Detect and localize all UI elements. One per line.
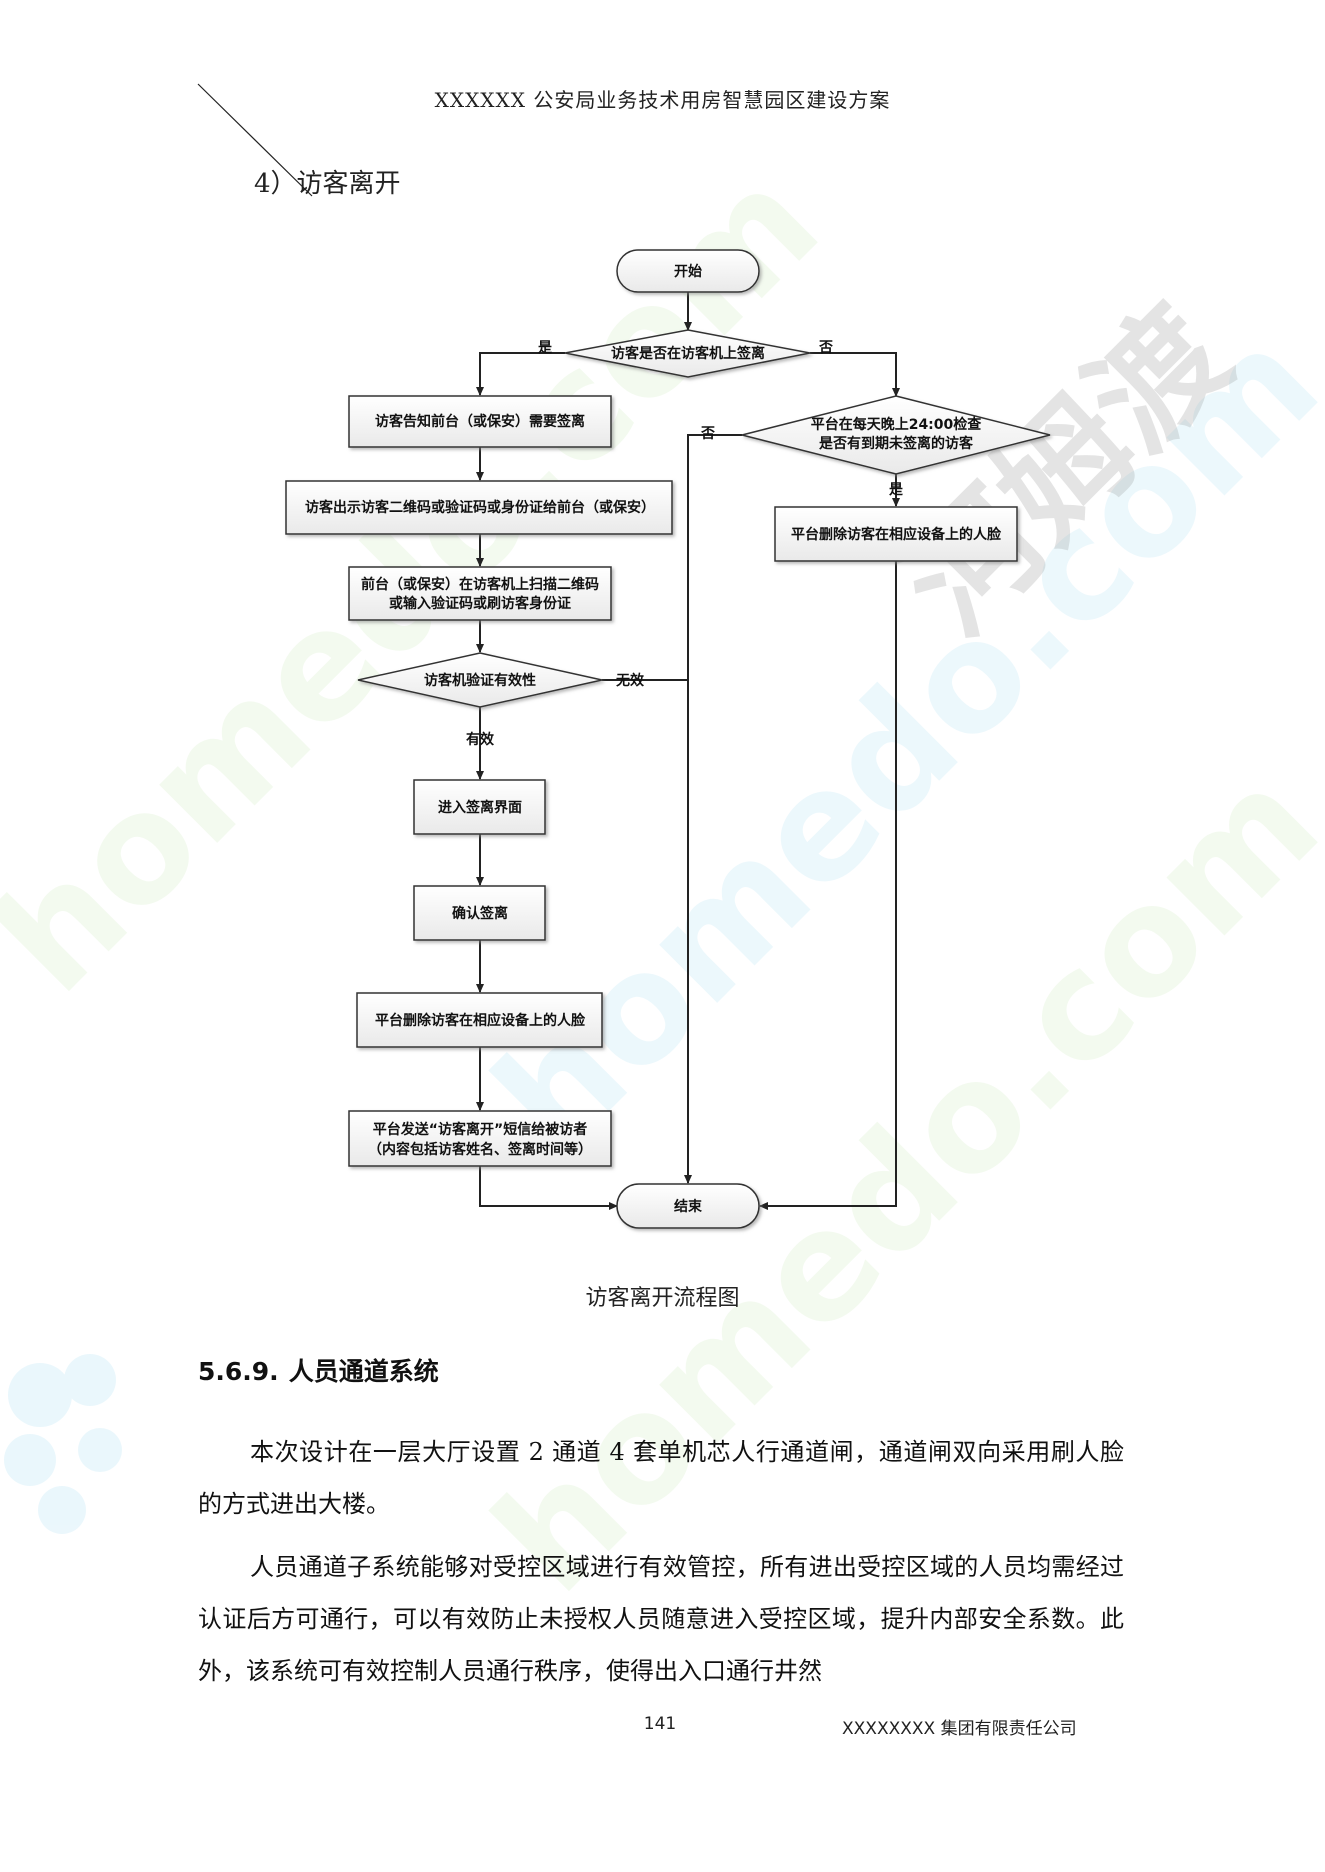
flow-step-show-code — [285, 480, 673, 535]
flow-yes-label: 是 — [889, 482, 904, 498]
sub-heading: 4）访客离开 — [254, 169, 401, 199]
flow-end-label: 结束 — [674, 1198, 703, 1215]
flow-step-label: 前台（或保安）在访客机上扫描二维码 — [361, 576, 599, 593]
flow-step-label: 或输入验证码或刷访客身份证 — [389, 595, 571, 612]
flow-decision-nightly-check-label: 是否有到期未签离的访客 — [819, 435, 974, 452]
flow-decision-validity — [357, 652, 603, 708]
figure-caption: 访客离开流程图 — [585, 1286, 740, 1311]
flow-step-label: 进入签离界面 — [438, 799, 522, 816]
flow-step-notify-frontdesk — [348, 395, 612, 448]
flow-step-delete-face-nightly — [774, 506, 1018, 562]
flow-step-enter-signout — [413, 779, 546, 835]
flow-step-label: 平台删除访客在相应设备上的人脸 — [375, 1012, 586, 1029]
flow-step-send-sms — [348, 1110, 612, 1167]
flow-decision-validity-label: 访客机验证有效性 — [424, 672, 536, 689]
flow-step-label: 访客出示访客二维码或验证码或身份证给前台（或保安） — [305, 499, 655, 516]
body-paragraph: 本次设计在一层大厅设置 2 通道 4 套单机芯人行通道闸，通道闸双向采用刷人脸的… — [198, 1438, 1124, 1518]
flow-decision-signout — [564, 329, 811, 378]
section-number: 5.6.9. — [198, 1357, 279, 1386]
flow-decision-nightly-check — [741, 395, 1051, 475]
flow-step-label: 访客告知前台（或保安）需要签离 — [375, 413, 585, 430]
flow-no-label: 否 — [700, 426, 715, 442]
page-number: 141 — [643, 1714, 677, 1734]
section-title: 人员通道系统 — [288, 1357, 439, 1386]
watermark-logo — [4, 1354, 122, 1534]
flow-valid-label: 有效 — [466, 731, 495, 748]
flow-step-label: 平台删除访客在相应设备上的人脸 — [791, 526, 1002, 543]
flowchart: 开始 结束 访客是否在访客机上签离 是 否 访客告知前台（或保安）需要签离 访客… — [285, 249, 1051, 1229]
section-heading: 5.6.9. 人员通道系统 — [198, 1352, 439, 1388]
flow-no-label: 否 — [818, 340, 833, 356]
body-paragraph: 人员通道子系统能够对受控区域进行有效管控，所有进出受控区域的人员均需经过认证后方… — [198, 1553, 1124, 1685]
footer-company: XXXXXXXX 集团有限责任公司 — [842, 1719, 1077, 1739]
flow-step-label: 平台发送“访客离开”短信给被访者 — [373, 1121, 587, 1138]
page-header-title: XXXXXX 公安局业务技术用房智慧园区建设方案 — [434, 88, 891, 112]
flow-yes-label: 是 — [538, 340, 553, 356]
flow-step-label: （内容包括访客姓名、签离时间等） — [368, 1141, 592, 1158]
flow-invalid-label: 无效 — [615, 672, 645, 689]
flow-end-node — [616, 1183, 760, 1229]
flow-step-confirm-signout — [413, 885, 546, 941]
flow-decision-nightly-check-label: 平台在每天晚上24:00检查 — [811, 416, 983, 433]
header-diagonal-line — [197, 83, 313, 197]
flow-step-label: 确认签离 — [452, 905, 508, 922]
flow-start-node — [616, 249, 760, 293]
flow-start-label: 开始 — [674, 263, 702, 280]
flow-decision-signout-label: 访客是否在访客机上签离 — [611, 345, 765, 362]
flow-step-delete-face — [356, 992, 603, 1048]
flow-step-scan-code — [348, 566, 612, 621]
